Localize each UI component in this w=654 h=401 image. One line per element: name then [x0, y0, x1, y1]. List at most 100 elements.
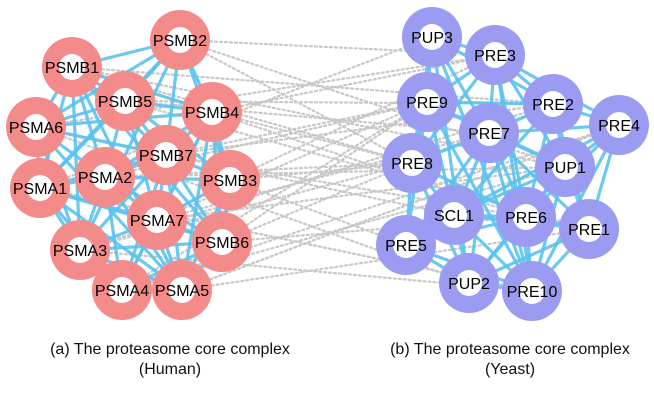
yeast-node-pre5: PRE5 — [376, 215, 436, 275]
node-label: PRE4 — [598, 118, 640, 135]
node-center — [513, 204, 539, 230]
yeast-node-pre2: PRE2 — [523, 74, 583, 134]
node-label: PRE7 — [468, 126, 510, 143]
yeast-node-pup3: PUP3 — [402, 7, 462, 67]
human-node-psma2: PSMA2 — [75, 147, 135, 207]
node-center — [606, 112, 632, 138]
node-label: PUP2 — [448, 276, 490, 293]
node-label: PSMA5 — [155, 283, 209, 300]
node-label: PSMB7 — [139, 148, 193, 165]
node-center — [456, 270, 482, 296]
node-label: PRE9 — [406, 95, 448, 112]
yeast-node-pre8: PRE8 — [382, 133, 442, 193]
node-label: PRE8 — [391, 156, 433, 173]
cross-edge — [120, 100, 429, 292]
node-center — [112, 88, 138, 114]
node-label: PSMB1 — [45, 60, 99, 77]
node-center — [67, 237, 93, 263]
node-center — [476, 120, 502, 146]
node-center — [399, 150, 425, 176]
node-center — [482, 42, 508, 68]
yeast-node-pre1: PRE1 — [559, 199, 619, 259]
cross-edge — [155, 100, 429, 222]
node-center — [414, 89, 440, 115]
human-node-psmb2: PSMB2 — [150, 10, 210, 70]
human-node-psmb6: PSMB6 — [192, 212, 252, 272]
cross-edge — [220, 100, 429, 244]
human-edge — [78, 38, 182, 252]
yeast-edge — [493, 53, 534, 293]
human-node-psma4: PSMA4 — [92, 260, 152, 320]
human-node-psma6: PSMA6 — [6, 97, 66, 157]
human-node-psma5: PSMA5 — [152, 260, 212, 320]
node-label: PUP3 — [411, 30, 453, 47]
cross-edge — [38, 186, 534, 293]
yeast-node-pre4: PRE4 — [589, 95, 649, 155]
node-center — [540, 91, 566, 117]
node-label: PSMA4 — [95, 283, 149, 300]
node-center — [169, 277, 195, 303]
caption-yeast: (b) The proteasome core complex (Yeast) — [345, 340, 654, 380]
node-label: PSMA1 — [13, 181, 67, 198]
human-node-psmb4: PSMB4 — [182, 82, 242, 142]
cross-edge — [228, 161, 414, 182]
node-label: PSMB2 — [153, 33, 207, 50]
yeast-node-pre9: PRE9 — [397, 72, 457, 132]
human-node-psma3: PSMA3 — [50, 220, 110, 280]
yeast-edge — [430, 35, 534, 293]
node-label: PRE1 — [568, 222, 610, 239]
human-node-psma1: PSMA1 — [10, 158, 70, 218]
node-center — [27, 175, 53, 201]
node-label: PRE2 — [532, 97, 574, 114]
human-node-psmb5: PSMB5 — [95, 71, 155, 131]
node-label: PRE6 — [505, 210, 547, 227]
human-node-psmb3: PSMB3 — [200, 150, 260, 210]
node-label: PSMB6 — [195, 235, 249, 252]
yeast-node-pup2: PUP2 — [439, 253, 499, 313]
node-label: PRE10 — [507, 284, 558, 301]
node-center — [576, 216, 602, 242]
node-center — [167, 27, 193, 53]
yeast-node-pup1: PUP1 — [535, 137, 595, 197]
node-label: PSMA2 — [78, 170, 132, 187]
human-node-psma7: PSMA7 — [127, 190, 187, 250]
yeast-node-pre7: PRE7 — [459, 103, 519, 163]
node-center — [92, 164, 118, 190]
cross-edge — [155, 165, 567, 222]
cross-edge — [228, 53, 497, 182]
caption-human-line1: (a) The proteasome core complex — [50, 341, 290, 358]
yeast-node-pre6: PRE6 — [496, 187, 556, 247]
node-label: PSMB5 — [98, 94, 152, 111]
node-center — [441, 202, 467, 228]
human-node-psmb7: PSMB7 — [136, 125, 196, 185]
yeast-node-pre10: PRE10 — [502, 261, 562, 321]
caption-yeast-line1: (b) The proteasome core complex — [390, 341, 630, 358]
node-label: PSMB3 — [203, 173, 257, 190]
node-center — [144, 207, 170, 233]
node-label: PSMA7 — [130, 213, 184, 230]
node-label: PUP1 — [544, 160, 586, 177]
node-center — [552, 154, 578, 180]
yeast-node-pre3: PRE3 — [465, 25, 525, 85]
node-label: PSMA6 — [9, 120, 63, 137]
cross-edge — [70, 65, 414, 165]
node-center — [153, 142, 179, 168]
node-label: PRE3 — [474, 48, 516, 65]
node-center — [109, 277, 135, 303]
node-label: PRE5 — [385, 238, 427, 255]
human-edge — [70, 65, 82, 252]
node-center — [23, 114, 49, 140]
node-center — [519, 278, 545, 304]
node-center — [393, 232, 419, 258]
node-center — [199, 99, 225, 125]
node-label: PSMB4 — [185, 105, 239, 122]
caption-yeast-line2: (Yeast) — [484, 361, 536, 378]
node-label: PSMA3 — [53, 243, 107, 260]
cross-edge — [164, 100, 429, 157]
caption-human: (a) The proteasome core complex (Human) — [5, 340, 335, 380]
human-node-psmb1: PSMB1 — [42, 37, 102, 97]
node-center — [217, 167, 243, 193]
